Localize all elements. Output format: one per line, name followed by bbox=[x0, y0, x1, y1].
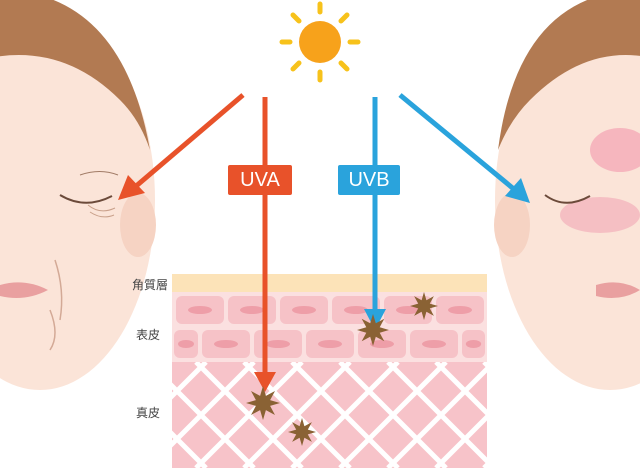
cell-nucleus bbox=[465, 340, 482, 348]
cell-nucleus bbox=[370, 340, 394, 348]
cell-nucleus bbox=[422, 340, 446, 348]
dermis-fiber bbox=[434, 413, 487, 468]
epidermis-label: 表皮 bbox=[136, 328, 161, 342]
cell-nucleus bbox=[178, 340, 194, 348]
cell-nucleus bbox=[214, 340, 238, 348]
dermis-fiber bbox=[434, 362, 487, 417]
aged-face-left bbox=[0, 0, 156, 390]
uva-label: UVA bbox=[228, 165, 292, 195]
damage-star-icon bbox=[288, 418, 316, 446]
skin-cross-section bbox=[172, 274, 487, 468]
cell-nucleus bbox=[188, 306, 212, 314]
cell-nucleus bbox=[292, 306, 316, 314]
cell-nucleus bbox=[448, 306, 472, 314]
damage-star-icon bbox=[357, 314, 389, 346]
uvb-label: UVB bbox=[338, 165, 400, 195]
stratum-corneum-label: 角質層 bbox=[132, 278, 169, 292]
cell-nucleus bbox=[318, 340, 342, 348]
sunburned-face-right bbox=[494, 0, 640, 390]
dermis-fiber bbox=[242, 362, 352, 468]
cell-nucleus bbox=[344, 306, 368, 314]
uva-arrows bbox=[118, 93, 276, 392]
cell-nucleus bbox=[240, 306, 264, 314]
dermis-fiber bbox=[194, 362, 304, 468]
uvb-arrows bbox=[364, 93, 530, 330]
dermis-fiber bbox=[172, 430, 208, 468]
damage-star-icon bbox=[410, 292, 438, 320]
sun-icon bbox=[279, 1, 361, 83]
dermis-fiber bbox=[338, 362, 448, 468]
cell-nucleus bbox=[266, 340, 290, 348]
damage-marks bbox=[246, 292, 438, 446]
dermis-fiber bbox=[290, 362, 400, 468]
dermis-fiber bbox=[172, 362, 256, 448]
cell-nucleus bbox=[396, 306, 420, 314]
damage-star-icon bbox=[246, 386, 280, 420]
dermis-label: 真皮 bbox=[136, 406, 161, 420]
dermis-fiber bbox=[172, 362, 208, 400]
dermis-fiber bbox=[386, 365, 487, 468]
